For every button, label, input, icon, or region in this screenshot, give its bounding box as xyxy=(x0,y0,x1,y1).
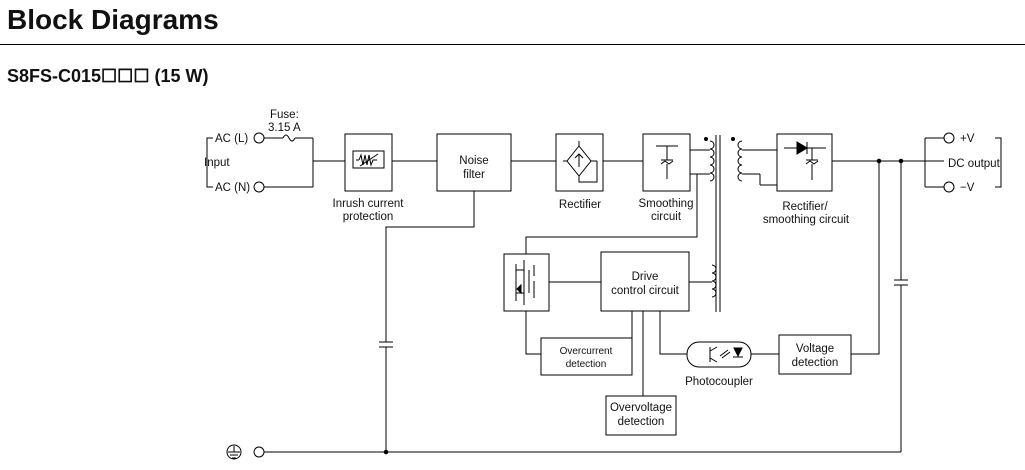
diode-capacitor-icon xyxy=(784,141,826,180)
photocoupler-label: Photocoupler xyxy=(685,376,753,388)
thermistor-icon xyxy=(352,150,385,169)
smoothing-label-2: circuit xyxy=(651,211,682,223)
fg-capacitor-icon xyxy=(379,341,393,348)
page-title: Block Diagrams xyxy=(7,4,219,35)
ac-l-label: AC (L) xyxy=(215,133,248,145)
ac-n-label: AC (N) xyxy=(215,182,250,194)
plus-v-label: +V xyxy=(960,133,975,145)
minus-v-label: −V xyxy=(960,182,975,194)
inrush-protection-block xyxy=(344,133,393,192)
photocoupler-icon xyxy=(709,346,743,363)
input-bracket xyxy=(206,137,213,188)
inrush-label-2: protection xyxy=(343,211,394,223)
fuse-symbol xyxy=(282,134,296,142)
plus-v-terminal xyxy=(943,132,955,144)
voltage-detection-label-2: detection xyxy=(792,357,839,369)
switching-element-block xyxy=(503,253,550,312)
noise-filter-label-1: Noise xyxy=(459,155,488,167)
mosfet-icon xyxy=(515,260,535,305)
noise-filter-label-2: filter xyxy=(463,169,485,181)
inrush-label-1: Inrush current xyxy=(333,198,405,210)
smoothing-label-1: Smoothing xyxy=(639,198,694,210)
ac-n-terminal xyxy=(253,181,265,193)
junction-dot xyxy=(383,449,389,455)
minus-v-terminal xyxy=(943,181,955,193)
rectifier-smoothing-block xyxy=(776,133,833,192)
overcurrent-detection-block xyxy=(540,337,633,376)
dc-output-label: DC output xyxy=(948,158,1001,170)
rectifier-block xyxy=(555,133,604,192)
drive-label-1: Drive xyxy=(632,271,659,283)
overcurrent-label-2: detection xyxy=(566,359,607,370)
fg-terminal xyxy=(253,446,265,458)
model-heading: S8FS-C015☐☐☐ (15 W) xyxy=(7,66,209,86)
overcurrent-label-1: Overcurrent xyxy=(560,346,613,357)
fuse-rating: 3.15 A xyxy=(268,122,301,134)
fuse-label: Fuse: xyxy=(270,109,299,121)
ac-l-terminal xyxy=(253,132,265,144)
rectifier-label: Rectifier xyxy=(559,199,601,211)
output-bracket xyxy=(995,137,1002,188)
bridge-rectifier-icon xyxy=(563,141,598,183)
ground-icon xyxy=(226,444,242,460)
y-capacitor-icon xyxy=(894,279,908,286)
smoothing-capacitor-icon xyxy=(656,145,678,179)
rect-smooth-label-2: smoothing circuit xyxy=(763,214,850,226)
smoothing-circuit-block xyxy=(642,133,691,192)
voltage-detection-label-1: Voltage xyxy=(796,343,834,355)
input-label: Input xyxy=(204,157,230,169)
rect-smooth-label-1: Rectifier/ xyxy=(782,201,828,213)
photocoupler-block xyxy=(686,341,752,368)
overvoltage-label-1: Overvoltage xyxy=(610,402,672,414)
drive-label-2: control circuit xyxy=(611,285,680,297)
title-divider xyxy=(0,44,1025,45)
overvoltage-detection-block xyxy=(605,395,677,436)
transformer-icon xyxy=(704,135,743,312)
overvoltage-label-2: detection xyxy=(618,416,665,428)
